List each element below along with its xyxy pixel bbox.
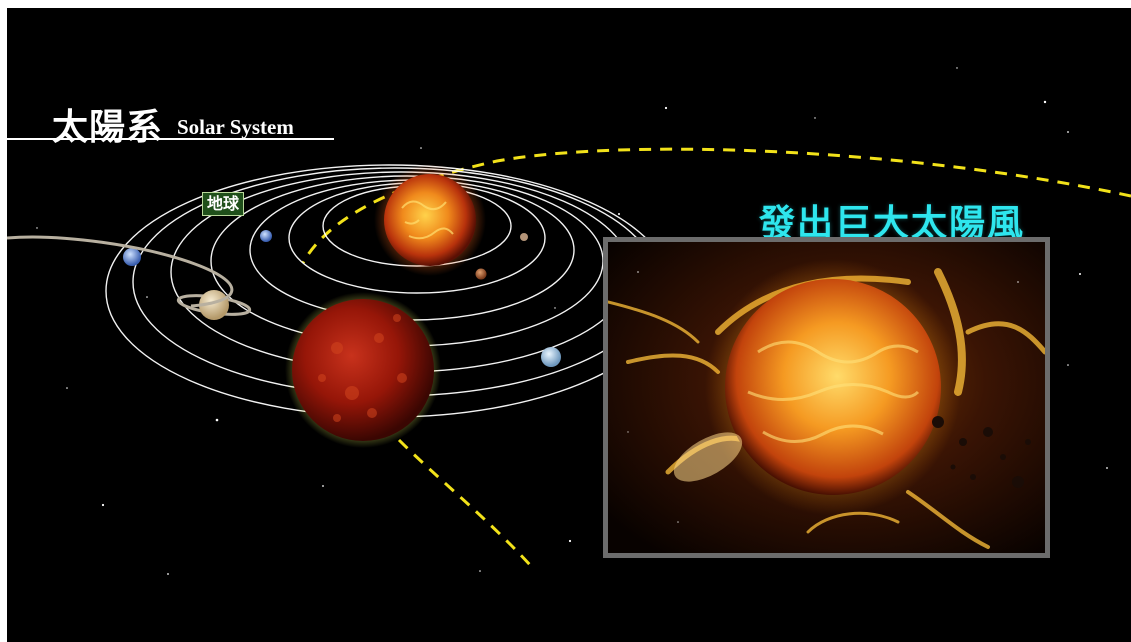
neptune-icon: [123, 248, 141, 266]
slide-canvas: 太陽系 Solar System 地球 發出巨大太陽風: [7, 8, 1131, 642]
solar-wind-path: [301, 147, 1131, 264]
earth-icon: [260, 230, 272, 242]
slide-title: 太陽系: [52, 106, 164, 148]
inset-illustration-frame: [603, 237, 1050, 558]
flaring-star-illustration: [608, 242, 1045, 553]
earth-label: 地球: [202, 192, 245, 216]
sun-icon: [374, 164, 486, 276]
star-field: [36, 67, 1108, 575]
uranus-icon: [541, 347, 561, 367]
solar-wind-path-lower: [397, 438, 533, 568]
asteroid-debris: [932, 416, 1031, 488]
slide-subtitle: Solar System: [177, 115, 294, 139]
title-underline: [7, 138, 334, 140]
saturn-icon: [7, 235, 252, 320]
red-giant-sun-icon: [285, 292, 441, 448]
mercury-icon: [520, 233, 528, 241]
mars-icon: [475, 268, 487, 280]
